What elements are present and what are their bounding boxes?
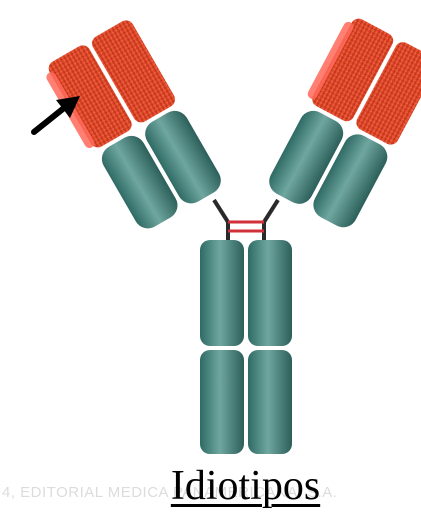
heavy-chain-right-ch3 (248, 350, 292, 454)
heavy-chain-right-ch2 (248, 240, 292, 346)
fab-left-arm (41, 17, 226, 236)
fab-right-arm (259, 13, 421, 232)
heavy-chain-left-ch3 (200, 350, 244, 454)
fc-stem (200, 240, 292, 454)
hinge-region (214, 200, 278, 240)
diagram-caption: Idiotipos (0, 462, 421, 510)
heavy-chain-left-ch2 (200, 240, 244, 346)
